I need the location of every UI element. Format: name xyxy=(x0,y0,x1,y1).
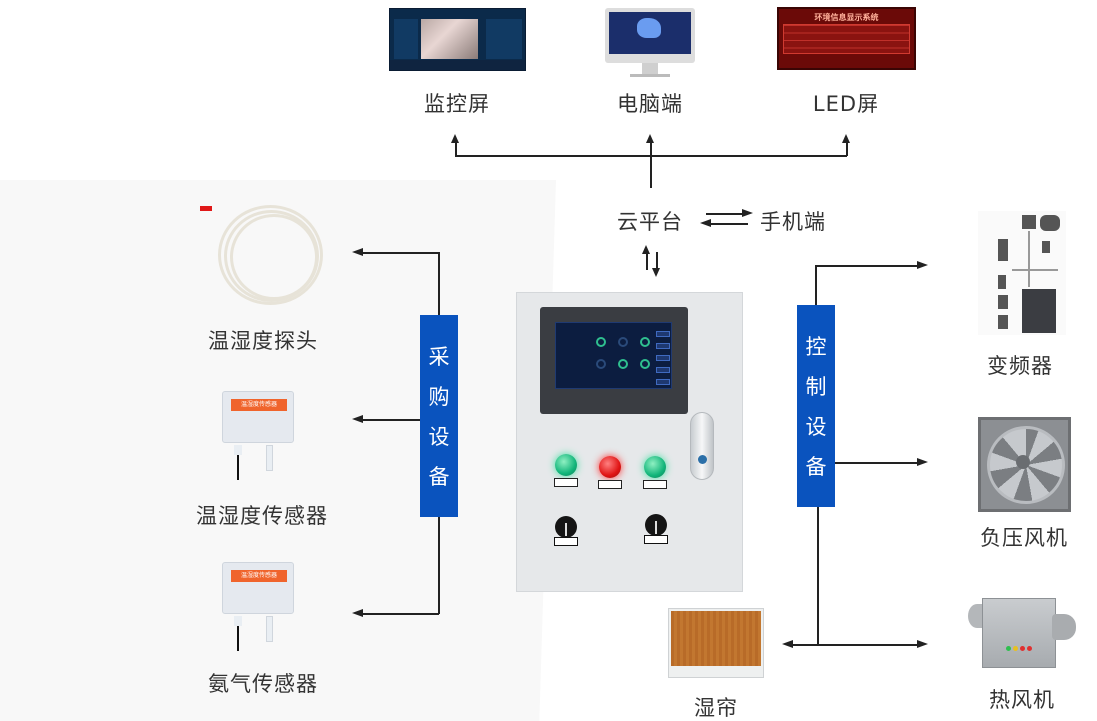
hmi-touchscreen xyxy=(540,307,688,414)
connector-line xyxy=(362,252,439,254)
label-monitor-screen: 监控屏 xyxy=(424,92,490,116)
label-hot-air-heater: 热风机 xyxy=(989,688,1055,712)
led-display-icon: 环境信息显示系统 xyxy=(777,7,916,70)
lamp-label-plate xyxy=(598,480,622,489)
ammonia-sensor-icon: 温湿度传感器 xyxy=(218,556,298,651)
arrow-left-icon xyxy=(352,609,363,617)
selector-switch-knob xyxy=(555,516,577,538)
exhaust-fan-icon xyxy=(978,417,1071,512)
hot-air-heater-icon xyxy=(968,590,1076,674)
label-frequency-inverter: 变频器 xyxy=(987,354,1053,378)
switch-label-plate xyxy=(644,535,668,544)
label-mobile: 手机端 xyxy=(760,210,826,234)
arrow-right-icon xyxy=(742,209,753,217)
label-led-screen: LED屏 xyxy=(812,92,880,116)
indicator-lamp-red xyxy=(599,456,621,478)
connector-line xyxy=(708,223,748,225)
arrow-up-icon xyxy=(642,245,650,254)
temp-humidity-sensor-icon: 温湿度传感器 xyxy=(218,385,298,480)
monitor-screen-icon xyxy=(389,8,526,71)
label-ammonia-sensor: 氨气传感器 xyxy=(208,672,318,696)
connector-line xyxy=(815,265,919,267)
arrow-left-icon xyxy=(352,415,363,423)
connector-line xyxy=(646,250,648,270)
control-equipment-label: 控 制 设 备 xyxy=(797,305,835,507)
connector-line xyxy=(362,613,439,615)
cabinet-door-handle xyxy=(690,412,714,480)
switch-label-plate xyxy=(554,537,578,546)
label-exhaust-fan: 负压风机 xyxy=(980,526,1068,550)
arrow-left-icon xyxy=(782,640,793,648)
arrow-up-icon xyxy=(842,134,850,143)
arrow-up-icon xyxy=(451,134,459,143)
connector-line xyxy=(656,252,658,272)
label-temp-humidity-probe: 温湿度探头 xyxy=(208,329,318,353)
arrow-right-icon xyxy=(917,640,928,648)
lamp-label-plate xyxy=(643,480,667,489)
led-display-title: 环境信息显示系统 xyxy=(814,13,879,22)
label-cloud-platform: 云平台 xyxy=(617,210,683,234)
arrow-right-icon xyxy=(917,261,928,269)
label-temp-humidity-sensor: 温湿度传感器 xyxy=(196,504,328,528)
arrow-up-icon xyxy=(646,134,654,143)
selector-switch-knob xyxy=(645,514,667,536)
connector-line xyxy=(455,140,457,156)
arrow-right-icon xyxy=(917,458,928,466)
lamp-label-plate xyxy=(554,478,578,487)
desktop-computer-icon xyxy=(605,8,695,80)
connector-line xyxy=(815,265,817,305)
arrow-left-icon xyxy=(352,248,363,256)
connector-line xyxy=(362,419,439,421)
connector-line xyxy=(650,140,652,188)
temp-humidity-probe-icon xyxy=(200,200,330,315)
indicator-lamp-green xyxy=(644,456,666,478)
connector-line xyxy=(706,213,746,215)
arrow-left-icon xyxy=(700,219,711,227)
connector-line xyxy=(835,462,919,464)
acquisition-equipment-label: 采 购 设 备 xyxy=(420,315,458,517)
connector-line xyxy=(817,507,819,645)
lock-icon xyxy=(698,455,707,464)
indicator-lamp-green xyxy=(555,454,577,476)
label-desktop-computer: 电脑端 xyxy=(617,92,683,116)
label-wet-curtain: 湿帘 xyxy=(694,696,738,720)
connector-line xyxy=(792,644,919,646)
wet-curtain-icon xyxy=(668,608,764,678)
connector-line xyxy=(846,140,848,156)
arrow-down-icon xyxy=(652,268,660,277)
frequency-inverter-icon xyxy=(978,211,1066,335)
